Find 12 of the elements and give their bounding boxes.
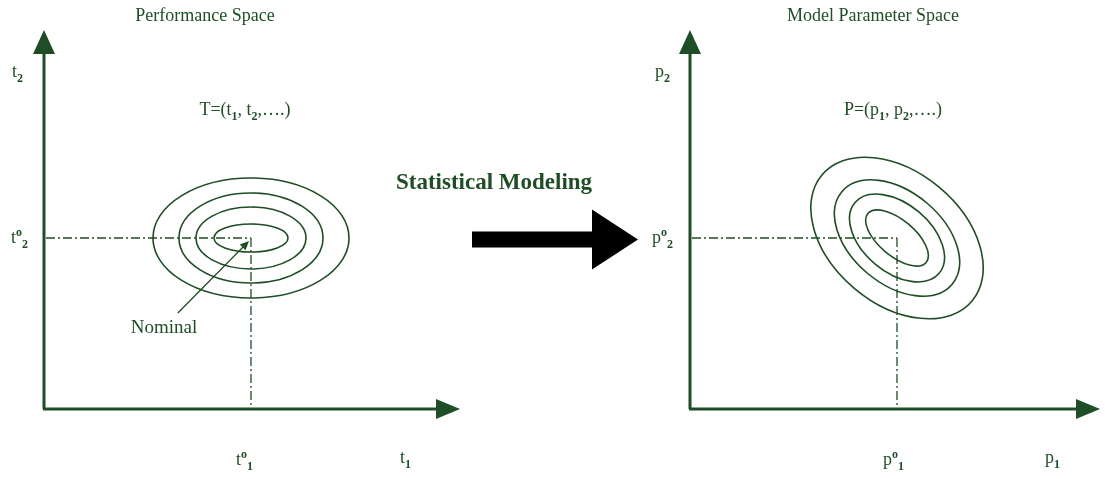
axis-label: t$_{1}$ — [400, 448, 411, 470]
leader-line — [177, 241, 249, 314]
callout-text: Nominal — [118, 313, 210, 341]
panel-title: Model Parameter Space — [787, 6, 959, 24]
block-arrow — [472, 209, 638, 270]
formula-text: T=(t$_{1}$, t$_{2}$,….) — [199, 100, 291, 122]
axis-label: p$_{1}$ — [1045, 448, 1060, 470]
edge-label: Statistical Modeling — [395, 170, 593, 193]
axis-label: t$_{2}$ — [12, 62, 23, 84]
panel-title: Performance Space — [135, 6, 275, 24]
axis-label: p$_{2}$ — [655, 62, 670, 84]
formula-text: P=(p$_{1}$, p$_{2}$,….) — [843, 100, 943, 122]
